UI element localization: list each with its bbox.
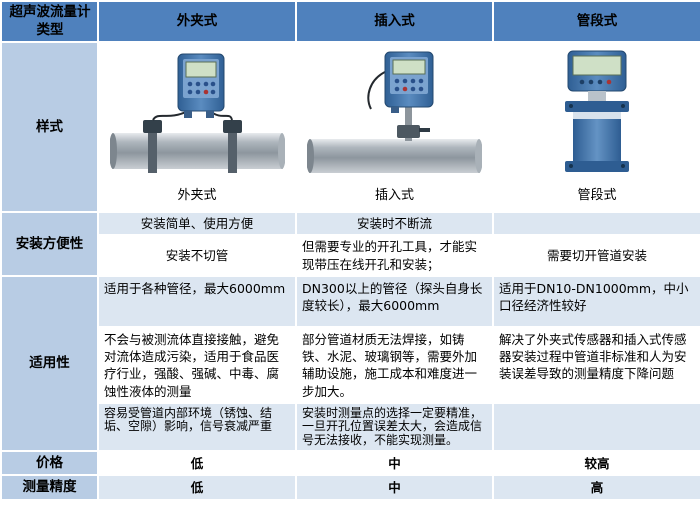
cell-applicability-clamp-media: 不会与被测流体直接接触，避免对流体造成污染，适用于食品医疗行业，强酸、强碱、中毒…	[97, 325, 297, 404]
applicability-row-1: 适用性 适用于各种管径，最大6000mm DN300以上的管径（探头自身长度较长…	[0, 274, 700, 452]
insertion-caption: 插入式	[374, 188, 414, 204]
clamp-on-caption: 外夹式	[177, 188, 217, 204]
installation-row-2: 安装不切管 但需要专业的开孔工具，才能实现带压在线开孔和安装； 需要切开管道安装	[1, 234, 700, 277]
cell-price-clamp: 低	[97, 449, 297, 477]
cell-installation-clamp-easy: 安装简单、使用方便	[97, 211, 297, 237]
cell-applicability-pipe-spacer	[492, 401, 700, 452]
installation-row-1: 安装方便性 安装简单、使用方便 安装时不断流	[0, 211, 700, 277]
col-header-clamp-on: 外夹式	[97, 0, 297, 44]
style-row: 样式	[0, 41, 700, 214]
cell-installation-insert-tools: 但需要专业的开孔工具，才能实现带压在线开孔和安装；	[295, 234, 494, 277]
cell-applicability-clamp-env: 容易受管道内部环境（锈蚀、结垢、空隙）影响，信号衰减严重	[97, 401, 297, 452]
col-header-inline: 管段式	[492, 0, 700, 44]
header-row: 超声波流量计类型 外夹式 插入式 管段式	[0, 0, 700, 44]
inline-meter-image	[565, 50, 629, 172]
cell-installation-insert-flow: 安装时不断流	[295, 211, 494, 237]
inline-caption: 管段式	[577, 188, 617, 204]
cell-accuracy-pipe: 高	[492, 474, 700, 502]
empty-row-cell	[0, 499, 700, 515]
price-row: 价格 低 中 较高	[0, 449, 700, 477]
row-label-applicability: 适用性	[0, 274, 99, 452]
clamp-on-meter-image	[108, 53, 286, 173]
style-cell-inline: 管段式	[492, 41, 700, 214]
cell-applicability-insert-weld: 部分管道材质无法焊接，如铸铁、水泥、玻璃钢等，需要外加辅助设施，施工成本和难度进…	[295, 325, 494, 404]
style-cell-insertion: 插入式	[295, 41, 494, 214]
cell-applicability-pipe-accuracy: 解决了外夹式传感器和插入式传感器安装过程中管道非标准和人为安装误差导致的测量精度…	[492, 325, 700, 404]
row-label-installation: 安装方便性	[0, 211, 99, 277]
empty-row	[0, 499, 700, 515]
cell-applicability-clamp-range: 适用于各种管径，最大6000mm	[97, 274, 297, 328]
row-label-price: 价格	[0, 449, 99, 477]
applicability-row-2: 不会与被测流体直接接触，避免对流体造成污染，适用于食品医疗行业，强酸、强碱、中毒…	[1, 325, 700, 404]
cell-installation-clamp-nocut: 安装不切管	[97, 234, 297, 277]
cell-accuracy-clamp: 低	[97, 474, 297, 502]
style-cell-clamp-on: 外夹式	[97, 41, 297, 214]
cell-applicability-pipe-range: 适用于DN10-DN1000mm，中小口径经济性较好	[492, 274, 700, 328]
col-header-insertion: 插入式	[295, 0, 494, 44]
table-title-cell: 超声波流量计类型	[0, 0, 99, 44]
row-label-style: 样式	[0, 41, 99, 214]
cell-applicability-insert-point: 安装时测量点的选择一定要精准，一旦开孔位置误差太大，会造成信号无法接收，不能实现…	[295, 401, 494, 452]
accuracy-row: 测量精度 低 中 高	[0, 474, 700, 502]
cell-accuracy-insert: 中	[295, 474, 494, 502]
cell-price-pipe: 较高	[492, 449, 700, 477]
row-label-accuracy: 测量精度	[0, 474, 99, 502]
cell-price-insert: 中	[295, 449, 494, 477]
cell-installation-pipe-spacer	[492, 211, 700, 237]
cell-installation-pipe-cut: 需要切开管道安装	[492, 234, 700, 277]
applicability-row-3: 容易受管道内部环境（锈蚀、结垢、空隙）影响，信号衰减严重 安装时测量点的选择一定…	[1, 401, 700, 452]
cell-applicability-insert-range: DN300以上的管径（探头自身长度较长），最大6000mm	[295, 274, 494, 328]
insertion-meter-image	[306, 51, 483, 173]
